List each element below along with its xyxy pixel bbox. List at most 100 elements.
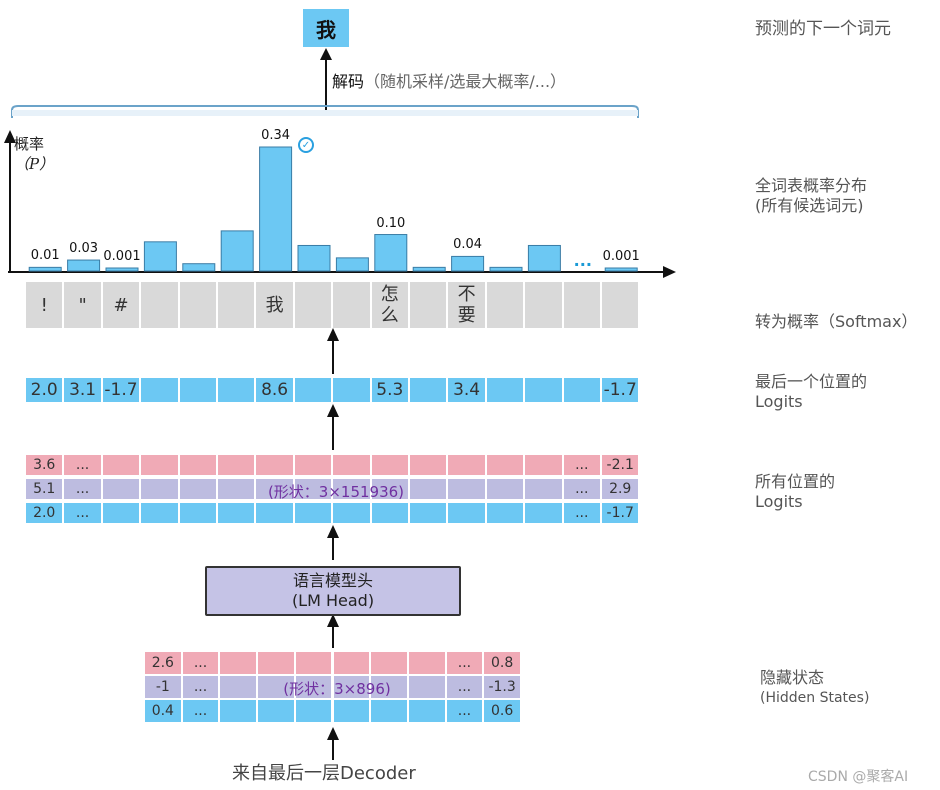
all-logit-cell <box>448 503 487 525</box>
all-logit-cell <box>486 503 526 525</box>
last-logit-cell <box>179 378 218 402</box>
prob-axis-label-line1: 概率 <box>14 135 45 153</box>
last-logit-cell <box>486 378 526 402</box>
hidden-state-cell <box>295 652 334 674</box>
all-logit-cell <box>333 455 372 477</box>
hidden-state-cell <box>220 700 259 722</box>
hidden-state-cell: ... <box>446 676 485 698</box>
prob-bar <box>182 263 216 272</box>
all-logits-row: 3.6......-2.1 <box>26 455 641 477</box>
all-logit-cell <box>294 503 334 525</box>
decode-note: （随机采样/选最大概率/...） <box>364 72 567 91</box>
all-logit-cell <box>179 455 218 477</box>
token-cell <box>333 282 372 328</box>
side-last-logits-line2: Logits <box>755 392 803 411</box>
token-row: !"#我怎么不要 <box>26 282 641 328</box>
token-cell: " <box>64 282 103 328</box>
bar-value-label: 0.10 <box>376 215 406 231</box>
all-logit-cell <box>141 479 180 501</box>
prob-bar <box>28 266 62 272</box>
side-all-logits-line1: 所有位置的 <box>755 472 836 491</box>
token-cell <box>294 282 334 328</box>
last-logit-cell <box>294 378 334 402</box>
last-logit-cell: 3.4 <box>448 378 487 402</box>
bar-value-label: 0.34 <box>261 128 291 143</box>
side-next-token: 预测的下一个词元 <box>755 19 891 39</box>
last-logit-cell <box>410 378 449 402</box>
all-logit-cell <box>486 479 526 501</box>
hidden-state-cell <box>371 700 409 722</box>
lm-head-title: 语言模型头 <box>292 571 373 590</box>
all-logit-cell: ... <box>563 479 602 501</box>
watermark: CSDN @聚客AI <box>808 769 909 785</box>
all-logit-cell <box>102 455 142 477</box>
all-logit-cell <box>218 455 257 477</box>
all-logit-cell <box>333 503 372 525</box>
hidden-states-shape: (形状：3×896) <box>283 680 391 698</box>
prob-bar <box>297 244 331 272</box>
last-logit-cell: 2.0 <box>26 378 65 402</box>
token-cell <box>179 282 218 328</box>
all-logits-row: 2.0......-1.7 <box>26 503 641 525</box>
all-logit-cell <box>256 479 295 501</box>
last-logit-cell <box>563 378 602 402</box>
last-logit-cell: -1.7 <box>102 378 142 402</box>
all-logit-cell <box>371 503 410 525</box>
all-logit-cell <box>410 479 449 501</box>
prob-bar <box>335 257 369 272</box>
all-logit-cell: -1.7 <box>602 503 641 525</box>
token-cell <box>141 282 180 328</box>
token-cell: 我 <box>256 282 295 328</box>
hidden-state-cell <box>371 652 409 674</box>
last-logit-cell <box>218 378 257 402</box>
all-logit-cell <box>448 479 487 501</box>
all-logit-cell <box>294 479 334 501</box>
hidden-state-cell <box>258 676 296 698</box>
bar-value-label: 0.03 <box>69 241 99 257</box>
prob-bar <box>412 266 446 272</box>
side-last-logits-line1: 最后一个位置的 <box>755 372 868 391</box>
all-logit-cell <box>256 455 295 477</box>
prob-bar <box>489 266 523 272</box>
token-cell: 怎么 <box>371 282 410 328</box>
hidden-state-cell: ... <box>446 652 485 674</box>
lm-head-box: 语言模型头 (LM Head) <box>205 566 461 616</box>
token-cell: 不要 <box>448 282 487 328</box>
all-logit-cell: ... <box>563 455 602 477</box>
all-logit-cell <box>141 503 180 525</box>
probability-bars <box>28 146 638 272</box>
hidden-state-row: 2.6......0.8 <box>145 652 522 674</box>
token-cell <box>218 282 257 328</box>
prob-bar <box>105 267 139 272</box>
all-logit-cell: ... <box>64 455 103 477</box>
side-hidden: 隐藏状态 (Hidden States) <box>760 668 869 708</box>
predicted-token: 我 <box>316 17 336 42</box>
all-logit-cell <box>371 479 410 501</box>
last-logit-cell <box>141 378 180 402</box>
all-logit-cell: ... <box>563 503 602 525</box>
all-logit-cell <box>102 503 142 525</box>
side-to-prob: 转为概率（Softmax） <box>755 312 918 331</box>
all-logit-cell <box>102 479 142 501</box>
token-cell <box>525 282 564 328</box>
last-logit-cell: 3.1 <box>64 378 103 402</box>
prob-axis-label-line2: （P） <box>14 155 55 173</box>
check-circle-icon: ✓ <box>298 137 314 153</box>
all-logit-cell <box>410 455 449 477</box>
prob-bar <box>527 244 561 272</box>
lm-head-subtitle: (LM Head) <box>291 591 375 610</box>
all-logit-cell <box>371 455 410 477</box>
all-logit-cell <box>525 455 564 477</box>
hidden-state-cell <box>408 700 447 722</box>
all-logits-row: 5.1......2.9 <box>26 479 641 501</box>
token-cell <box>410 282 449 328</box>
hidden-state-cell <box>295 700 334 722</box>
decode-title: 解码 <box>332 72 365 91</box>
token-cell: ! <box>26 282 65 328</box>
prob-bar <box>451 255 485 272</box>
last-logit-cell: 8.6 <box>256 378 295 402</box>
side-last-logits: 最后一个位置的 Logits <box>755 372 867 412</box>
hidden-state-row: -1......-1.3 <box>145 676 522 698</box>
